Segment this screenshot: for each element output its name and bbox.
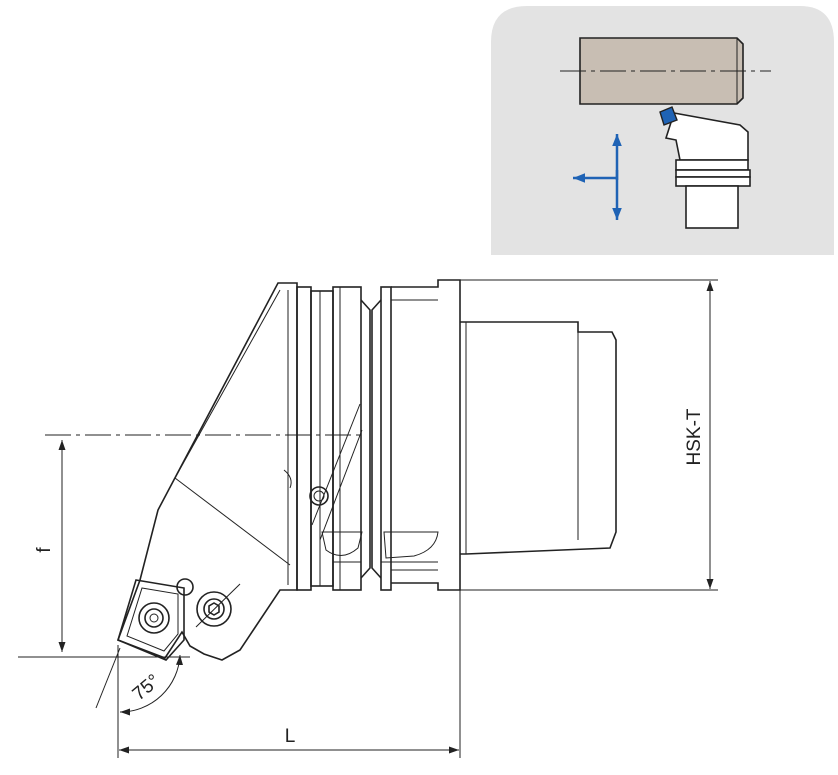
dimensions (18, 279, 718, 758)
clamp-pin (176, 578, 194, 596)
dimension-label-l: L (285, 726, 296, 747)
hex-screw-small (309, 486, 329, 506)
feed-direction-arrows (573, 134, 622, 220)
dimension-label-f: f (34, 547, 55, 553)
inset-tool-holder (659, 106, 751, 229)
inset-insert (659, 106, 678, 126)
dimension-label-hsk: HSK-T (684, 408, 705, 465)
hex-screw (195, 583, 241, 628)
insert (117, 579, 185, 661)
insert-screw (138, 602, 170, 634)
inset-background (491, 6, 834, 255)
angle-label: 75° (129, 671, 165, 706)
operation-inset (491, 6, 834, 255)
tool-body (116, 279, 617, 661)
